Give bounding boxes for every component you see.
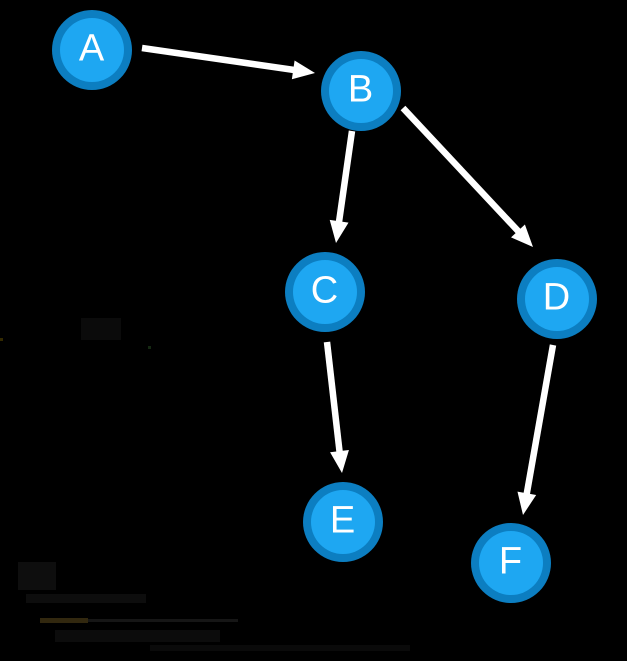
node-F[interactable]: F (471, 523, 551, 603)
node-D[interactable]: D (517, 259, 597, 339)
arrowhead-B-D (511, 224, 533, 247)
node-F-disc (479, 531, 543, 595)
node-C-disc (293, 260, 357, 324)
edge-D-F (523, 344, 557, 496)
node-D-label: D (543, 276, 571, 318)
edge-B-D (400, 105, 522, 235)
arrowhead-D-F (517, 491, 537, 515)
edge-B-C (335, 130, 356, 224)
node-E-disc (311, 490, 375, 554)
edge-A-B (141, 44, 296, 74)
node-E[interactable]: E (303, 482, 383, 562)
arrowhead-B-C (329, 219, 349, 243)
edge-C-E (323, 341, 343, 454)
node-D-disc (525, 267, 589, 331)
node-E-label: E (330, 499, 356, 541)
node-C[interactable]: C (285, 252, 365, 332)
node-B-label: B (348, 68, 374, 110)
node-B-disc (329, 59, 393, 123)
node-F-label: F (499, 540, 523, 582)
node-B[interactable]: B (321, 51, 401, 131)
node-C-label: C (311, 269, 339, 311)
arrowhead-A-B (291, 60, 315, 80)
arrowhead-C-E (330, 450, 349, 473)
node-A-disc (60, 18, 124, 82)
node-A-label: A (79, 27, 105, 69)
node-A[interactable]: A (52, 10, 132, 90)
